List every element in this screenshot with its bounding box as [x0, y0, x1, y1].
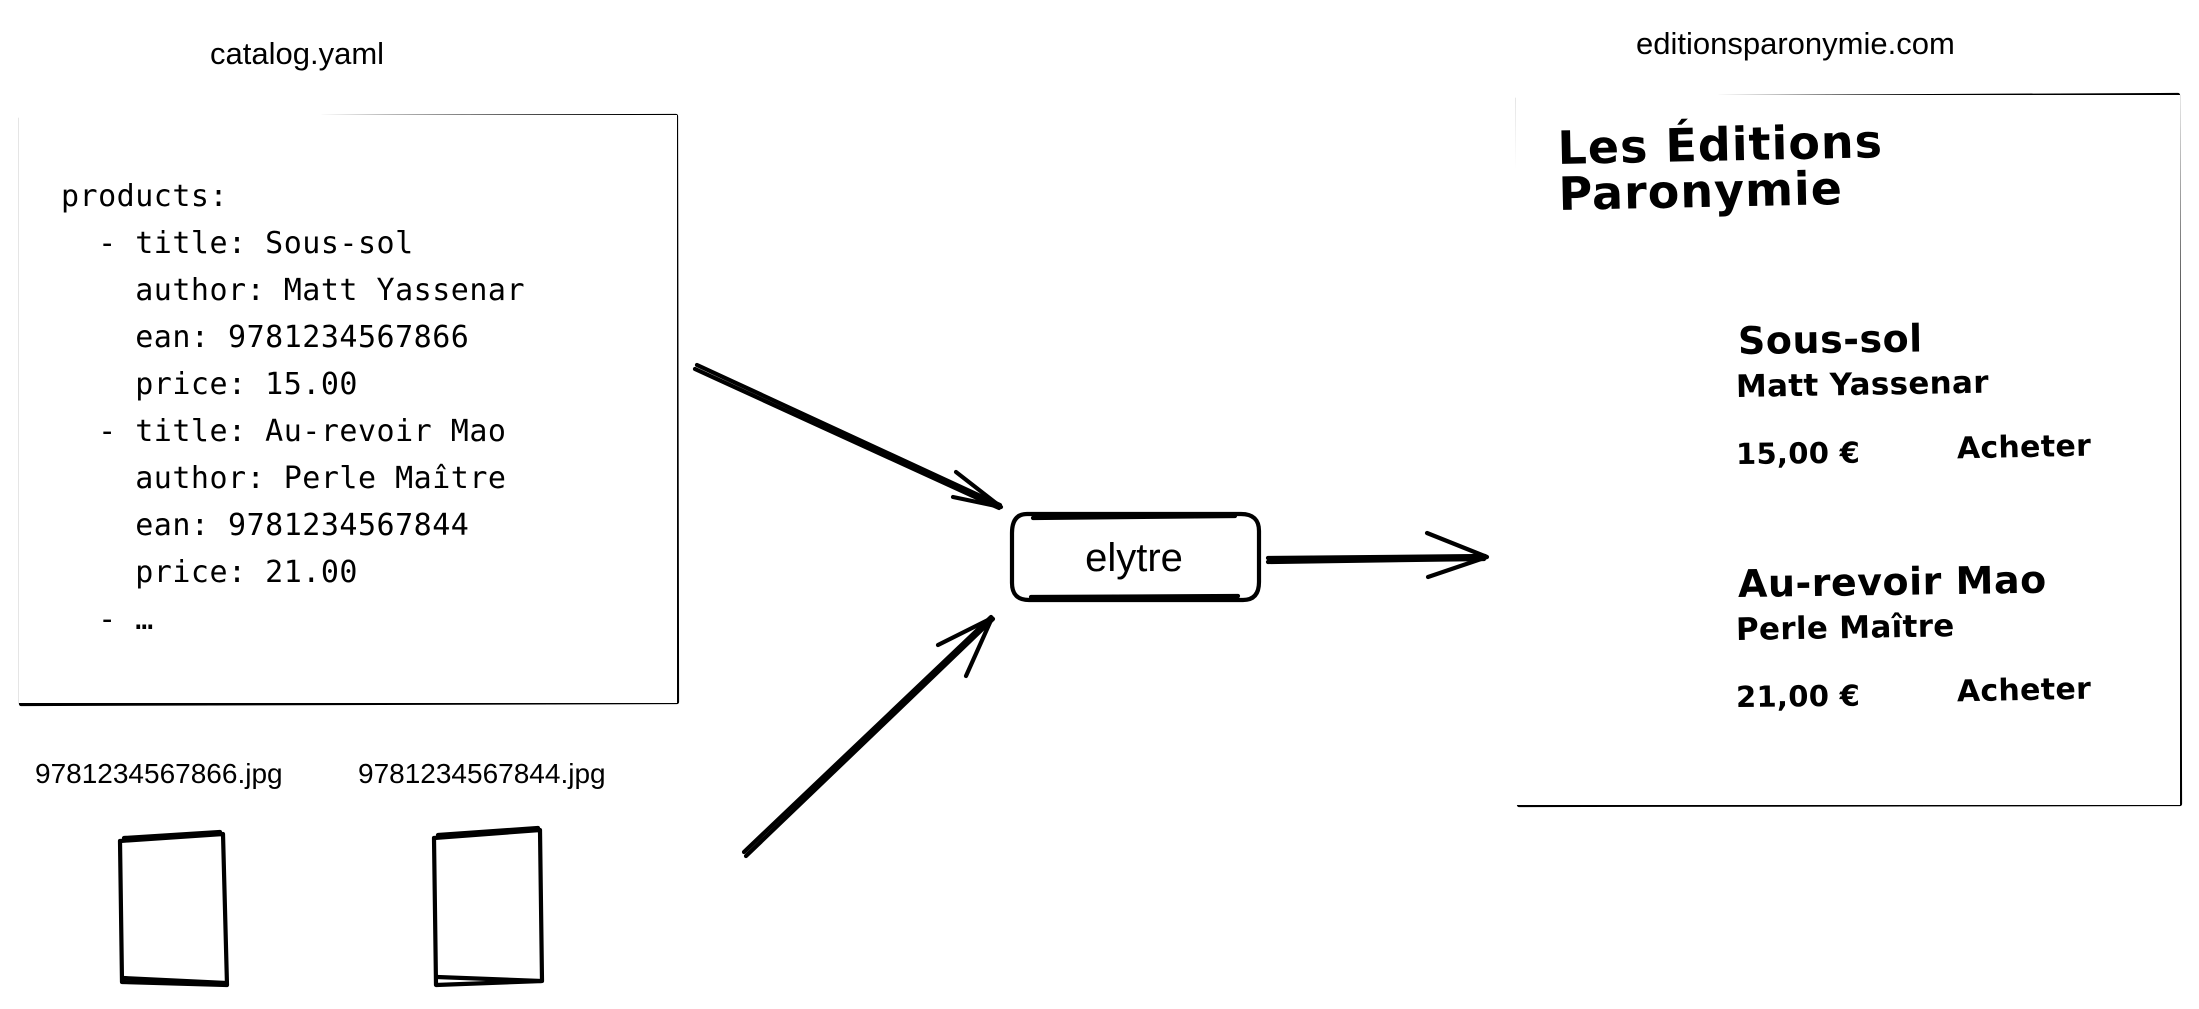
cover-image-thumbnail-0: [118, 833, 226, 985]
product-price: 21,00 €: [1735, 678, 1861, 714]
product-price: 15,00 €: [1735, 435, 1861, 471]
search-button[interactable]: [2030, 209, 2085, 261]
search-input[interactable]: [1613, 211, 2015, 259]
buy-button-label: Acheter: [1956, 428, 2092, 466]
product-card[interactable]: Au-revoir Mao Perle Maître 21,00 € Achet…: [1578, 543, 2140, 752]
product-card[interactable]: Sous-sol Matt Yassenar 15,00 € Acheter: [1578, 300, 2140, 508]
site-domain-caption: editionsparonymie.com: [1636, 26, 1955, 61]
product-author: Perle Maître: [1735, 608, 1955, 648]
catalog-yaml-box: products: - title: Sous-sol author: Matt…: [19, 115, 677, 703]
arrow-yaml-to-elytre: [692, 362, 1004, 511]
buy-button[interactable]: Acheter: [1948, 418, 2100, 476]
catalog-file-caption: catalog.yaml: [210, 36, 385, 71]
product-cover-thumbnail: [1622, 575, 1710, 721]
catalog-yaml-code: products: - title: Sous-sol author: Matt…: [61, 179, 526, 637]
website-mockup-frame: [1516, 95, 2180, 805]
site-heading: Les Éditions Paronymie: [1556, 114, 1884, 221]
cover-image-thumbnail-1: [433, 830, 541, 982]
product-title: Sous-sol: [1737, 316, 1923, 363]
buy-button[interactable]: Acheter: [1948, 661, 2100, 719]
arrow-elytre-to-site: [1265, 530, 1490, 580]
image-filename-0: 9781234567866.jpg: [35, 758, 283, 789]
product-title: Au-revoir Mao: [1737, 557, 2047, 606]
arrow-images-to-elytre: [741, 614, 996, 859]
elytre-process-node: elytre: [1010, 513, 1258, 601]
product-author: Matt Yassenar: [1735, 364, 1990, 405]
elytre-label: elytre: [1085, 535, 1183, 580]
buy-button-label: Acheter: [1956, 671, 2092, 709]
product-cover-thumbnail: [1622, 332, 1710, 478]
image-filename-1: 9781234567844.jpg: [358, 758, 606, 789]
